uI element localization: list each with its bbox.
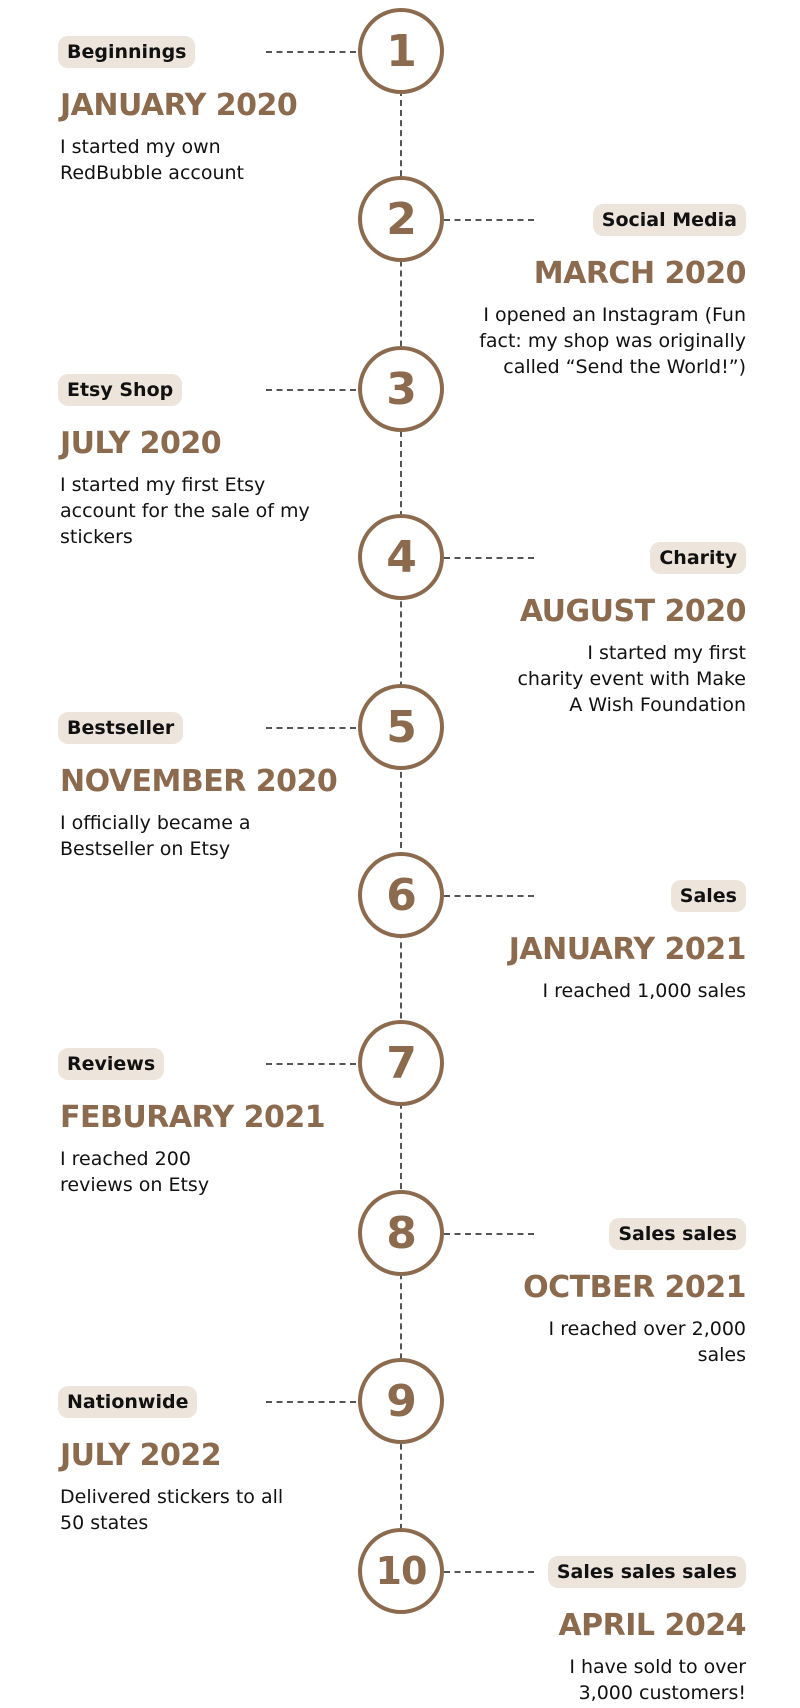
milestone-tag: Charity [650, 542, 746, 574]
connector-line [444, 557, 534, 559]
connector-line [266, 1401, 356, 1403]
connector-line [266, 389, 356, 391]
milestone-date: OCTBER 2021 [523, 1270, 746, 1305]
milestone-tag: Reviews [58, 1048, 165, 1080]
milestone-description: I started my first charity event with Ma… [517, 642, 746, 716]
connector-line [444, 1233, 534, 1235]
milestone-10: 10 Sales sales sales APRIL 2024 I have s… [0, 1528, 800, 1704]
step-number-circle: 6 [358, 852, 444, 938]
milestone-description: I started my own RedBubble account [60, 136, 244, 184]
milestone-description: I officially became a Bestseller on Etsy [60, 812, 251, 860]
milestone-tag: Bestseller [58, 712, 184, 744]
milestone-4: 4 Charity AUGUST 2020 I started my first… [0, 514, 800, 716]
milestone-description: I started my first Etsy account for the … [60, 474, 310, 548]
milestone-date: NOVEMBER 2020 [60, 764, 338, 799]
step-number-circle: 10 [358, 1528, 444, 1614]
connector-line [444, 219, 534, 221]
milestone-tag: Beginnings [58, 36, 196, 68]
milestone-date: APRIL 2024 [558, 1608, 746, 1643]
milestone-description: Delivered stickers to all 50 states [60, 1486, 284, 1534]
milestone-tag: Nationwide [58, 1386, 198, 1418]
milestone-tag: Etsy Shop [58, 374, 183, 406]
milestone-2: 2 Social Media MARCH 2020 I opened an In… [0, 176, 800, 378]
milestone-description: I have sold to over 3,000 customers! [569, 1656, 746, 1704]
milestone-tag: Social Media [592, 204, 746, 236]
timeline-spine [400, 90, 402, 1570]
connector-line [266, 1063, 356, 1065]
step-number-circle: 3 [358, 346, 444, 432]
step-number-circle: 2 [358, 176, 444, 262]
milestone-description: I reached 200 reviews on Etsy [60, 1148, 210, 1196]
milestone-date: JANUARY 2020 [60, 88, 298, 123]
milestone-description: I reached 1,000 sales [542, 980, 747, 1002]
milestone-date: FEBURARY 2021 [60, 1100, 326, 1135]
milestone-8: 8 Sales sales OCTBER 2021 I reached over… [0, 1190, 800, 1366]
milestone-description: I reached over 2,000 sales [548, 1318, 746, 1366]
milestone-date: JULY 2020 [60, 426, 222, 461]
milestone-9: 9 Nationwide JULY 2022 Delivered sticker… [0, 1358, 800, 1534]
milestone-6: 6 Sales JANUARY 2021 I reached 1,000 sal… [0, 852, 800, 1012]
connector-line [444, 895, 534, 897]
milestone-1: 1 Beginnings JANUARY 2020 I started my o… [0, 8, 800, 184]
step-number-circle: 5 [358, 684, 444, 770]
milestone-tag: Sales sales [609, 1218, 746, 1250]
step-number-circle: 4 [358, 514, 444, 600]
milestone-tag: Sales [670, 880, 746, 912]
milestone-date: JANUARY 2021 [508, 932, 747, 967]
connector-line [444, 1571, 534, 1573]
connector-line [266, 727, 356, 729]
step-number-circle: 8 [358, 1190, 444, 1276]
step-number-circle: 9 [358, 1358, 444, 1444]
milestone-description: I opened an Instagram (Fun fact: my shop… [479, 304, 746, 378]
milestone-5: 5 Bestseller NOVEMBER 2020 I officially … [0, 684, 800, 860]
milestone-date: AUGUST 2020 [519, 594, 747, 629]
milestone-date: JULY 2022 [60, 1438, 222, 1473]
connector-line [266, 51, 356, 53]
milestone-tag: Sales sales sales [547, 1556, 746, 1588]
milestone-7: 7 Reviews FEBURARY 2021 I reached 200 re… [0, 1020, 800, 1196]
step-number-circle: 1 [358, 8, 444, 94]
step-number-circle: 7 [358, 1020, 444, 1106]
milestone-date: MARCH 2020 [533, 256, 747, 291]
milestone-3: 3 Etsy Shop JULY 2020 I started my first… [0, 346, 800, 548]
